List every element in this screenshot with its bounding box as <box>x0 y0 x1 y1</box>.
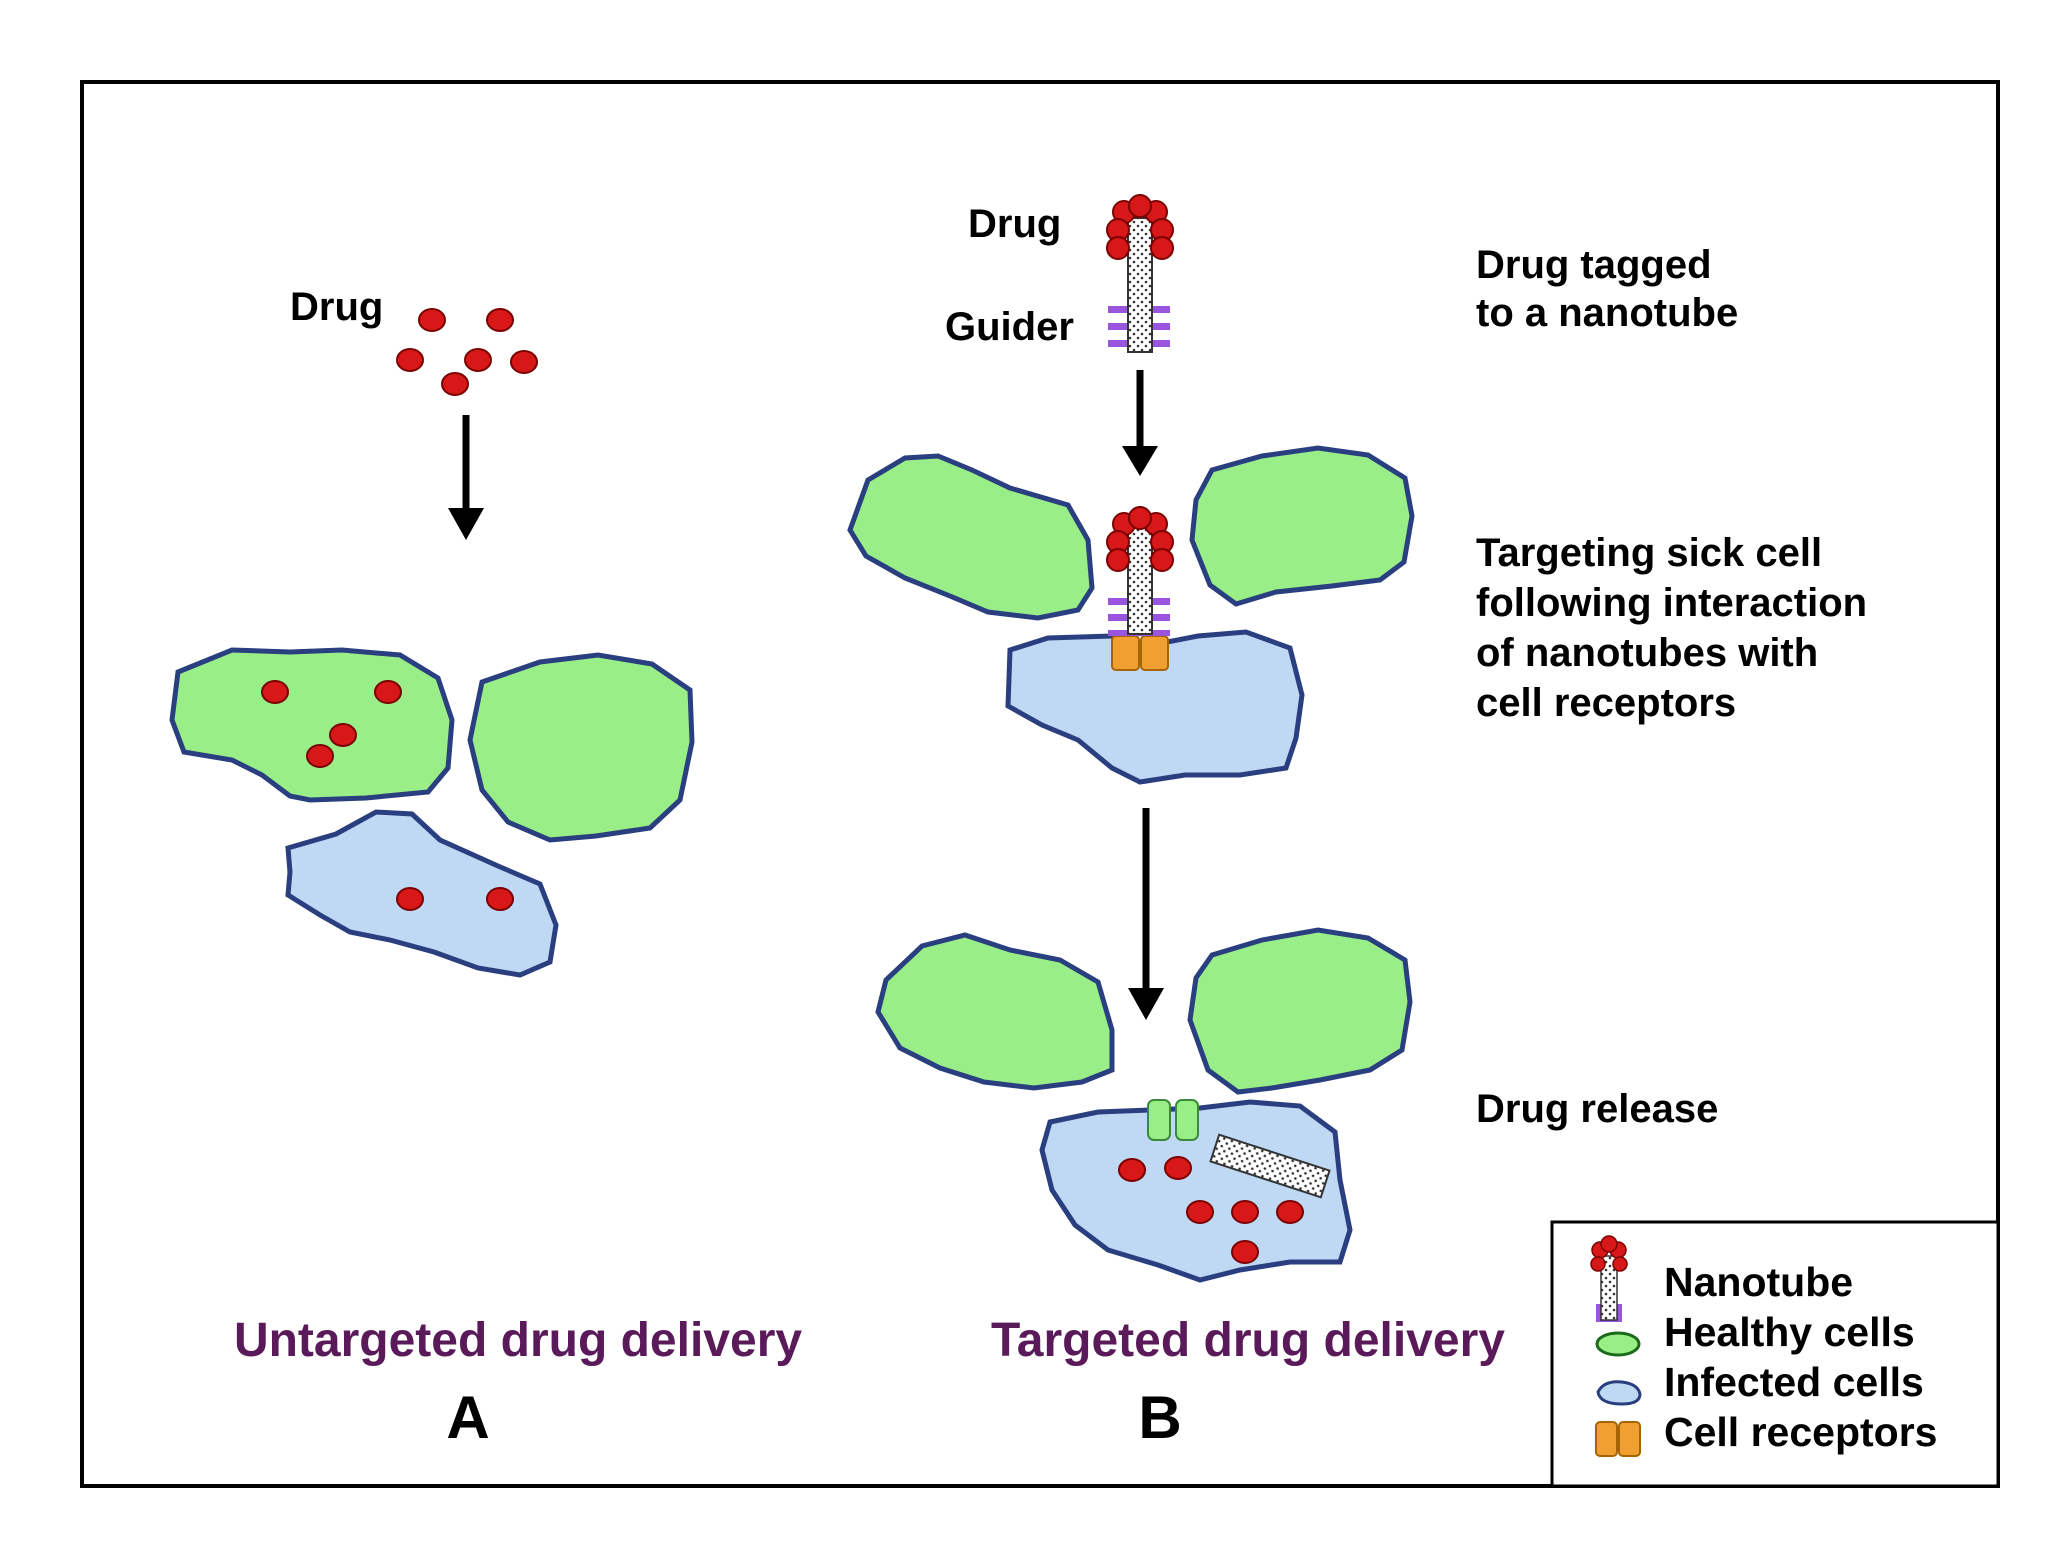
legend-nanotube-label: Nanotube <box>1664 1259 1853 1305</box>
legend-nanotube-icon <box>1590 1235 1628 1322</box>
panel-a-drug-in-healthy-cell <box>261 680 402 768</box>
panel-a-healthy-cell-right <box>467 652 695 843</box>
panel-b-guider-label: Guider <box>945 305 1074 349</box>
step3-label: Drug release <box>1476 1087 1718 1131</box>
panel-b-letter: B <box>1138 1384 1181 1451</box>
legend: Nanotube Healthy cells Infected cells Ce… <box>1550 1220 2000 1488</box>
stage2-drug-cluster <box>1106 506 1174 572</box>
panel-a-arrow <box>448 415 484 540</box>
nanotube-with-drug <box>1106 194 1174 353</box>
panel-a: Drug Untargeted drug delivery A <box>169 285 802 1451</box>
panel-a-free-drug-particles <box>396 308 538 396</box>
stage3-healthy-cell-right <box>1187 927 1413 1095</box>
stage2-healthy-cell-left <box>847 453 1095 621</box>
stage2-nanotube-body <box>1127 527 1153 635</box>
stage3-released-drug <box>1118 1156 1304 1264</box>
panel-b-drug-label: Drug <box>968 202 1061 246</box>
panel-b-arrow-1 <box>1122 370 1158 476</box>
stage3-infected-cell <box>1039 1099 1353 1283</box>
stage3-healthy-cell-left <box>875 932 1115 1091</box>
step1-line1: Drug tagged <box>1476 243 1712 287</box>
panel-a-drug-label: Drug <box>290 285 383 329</box>
legend-infected-label: Infected cells <box>1664 1359 1924 1405</box>
stage2-nanotube-binding <box>1106 506 1174 671</box>
legend-receptor-icon <box>1595 1421 1641 1457</box>
panel-b: Drug Guider <box>847 194 1505 1451</box>
nanotube-drug-cluster <box>1106 194 1174 260</box>
legend-healthy-icon <box>1595 1331 1641 1357</box>
panel-b-caption: Targeted drug delivery <box>991 1314 1505 1367</box>
legend-healthy-label: Healthy cells <box>1664 1309 1915 1355</box>
nanotube-body <box>1127 217 1153 353</box>
panel-a-caption: Untargeted drug delivery <box>234 1314 802 1367</box>
step2-line3: of nanotubes with <box>1476 631 1818 675</box>
step-descriptions: Drug tagged to a nanotube Targeting sick… <box>1476 243 1867 1131</box>
panel-b-arrow-2 <box>1128 808 1164 1020</box>
stage3-released-receptors <box>1147 1099 1199 1141</box>
step2-line2: following interaction <box>1476 581 1867 625</box>
legend-infected-icon <box>1596 1380 1642 1406</box>
panel-a-letter: A <box>446 1384 489 1451</box>
stage3-empty-nanotube <box>1209 1133 1331 1199</box>
step2-line4: cell receptors <box>1476 681 1736 725</box>
panel-a-drug-in-infected-cell <box>396 887 514 911</box>
stage2-cell-receptors <box>1111 635 1169 671</box>
stage2-healthy-cell-right <box>1189 445 1415 607</box>
legend-receptors-label: Cell receptors <box>1664 1409 1937 1455</box>
step1-line2: to a nanotube <box>1476 291 1738 335</box>
step2-line1: Targeting sick cell <box>1476 531 1822 575</box>
